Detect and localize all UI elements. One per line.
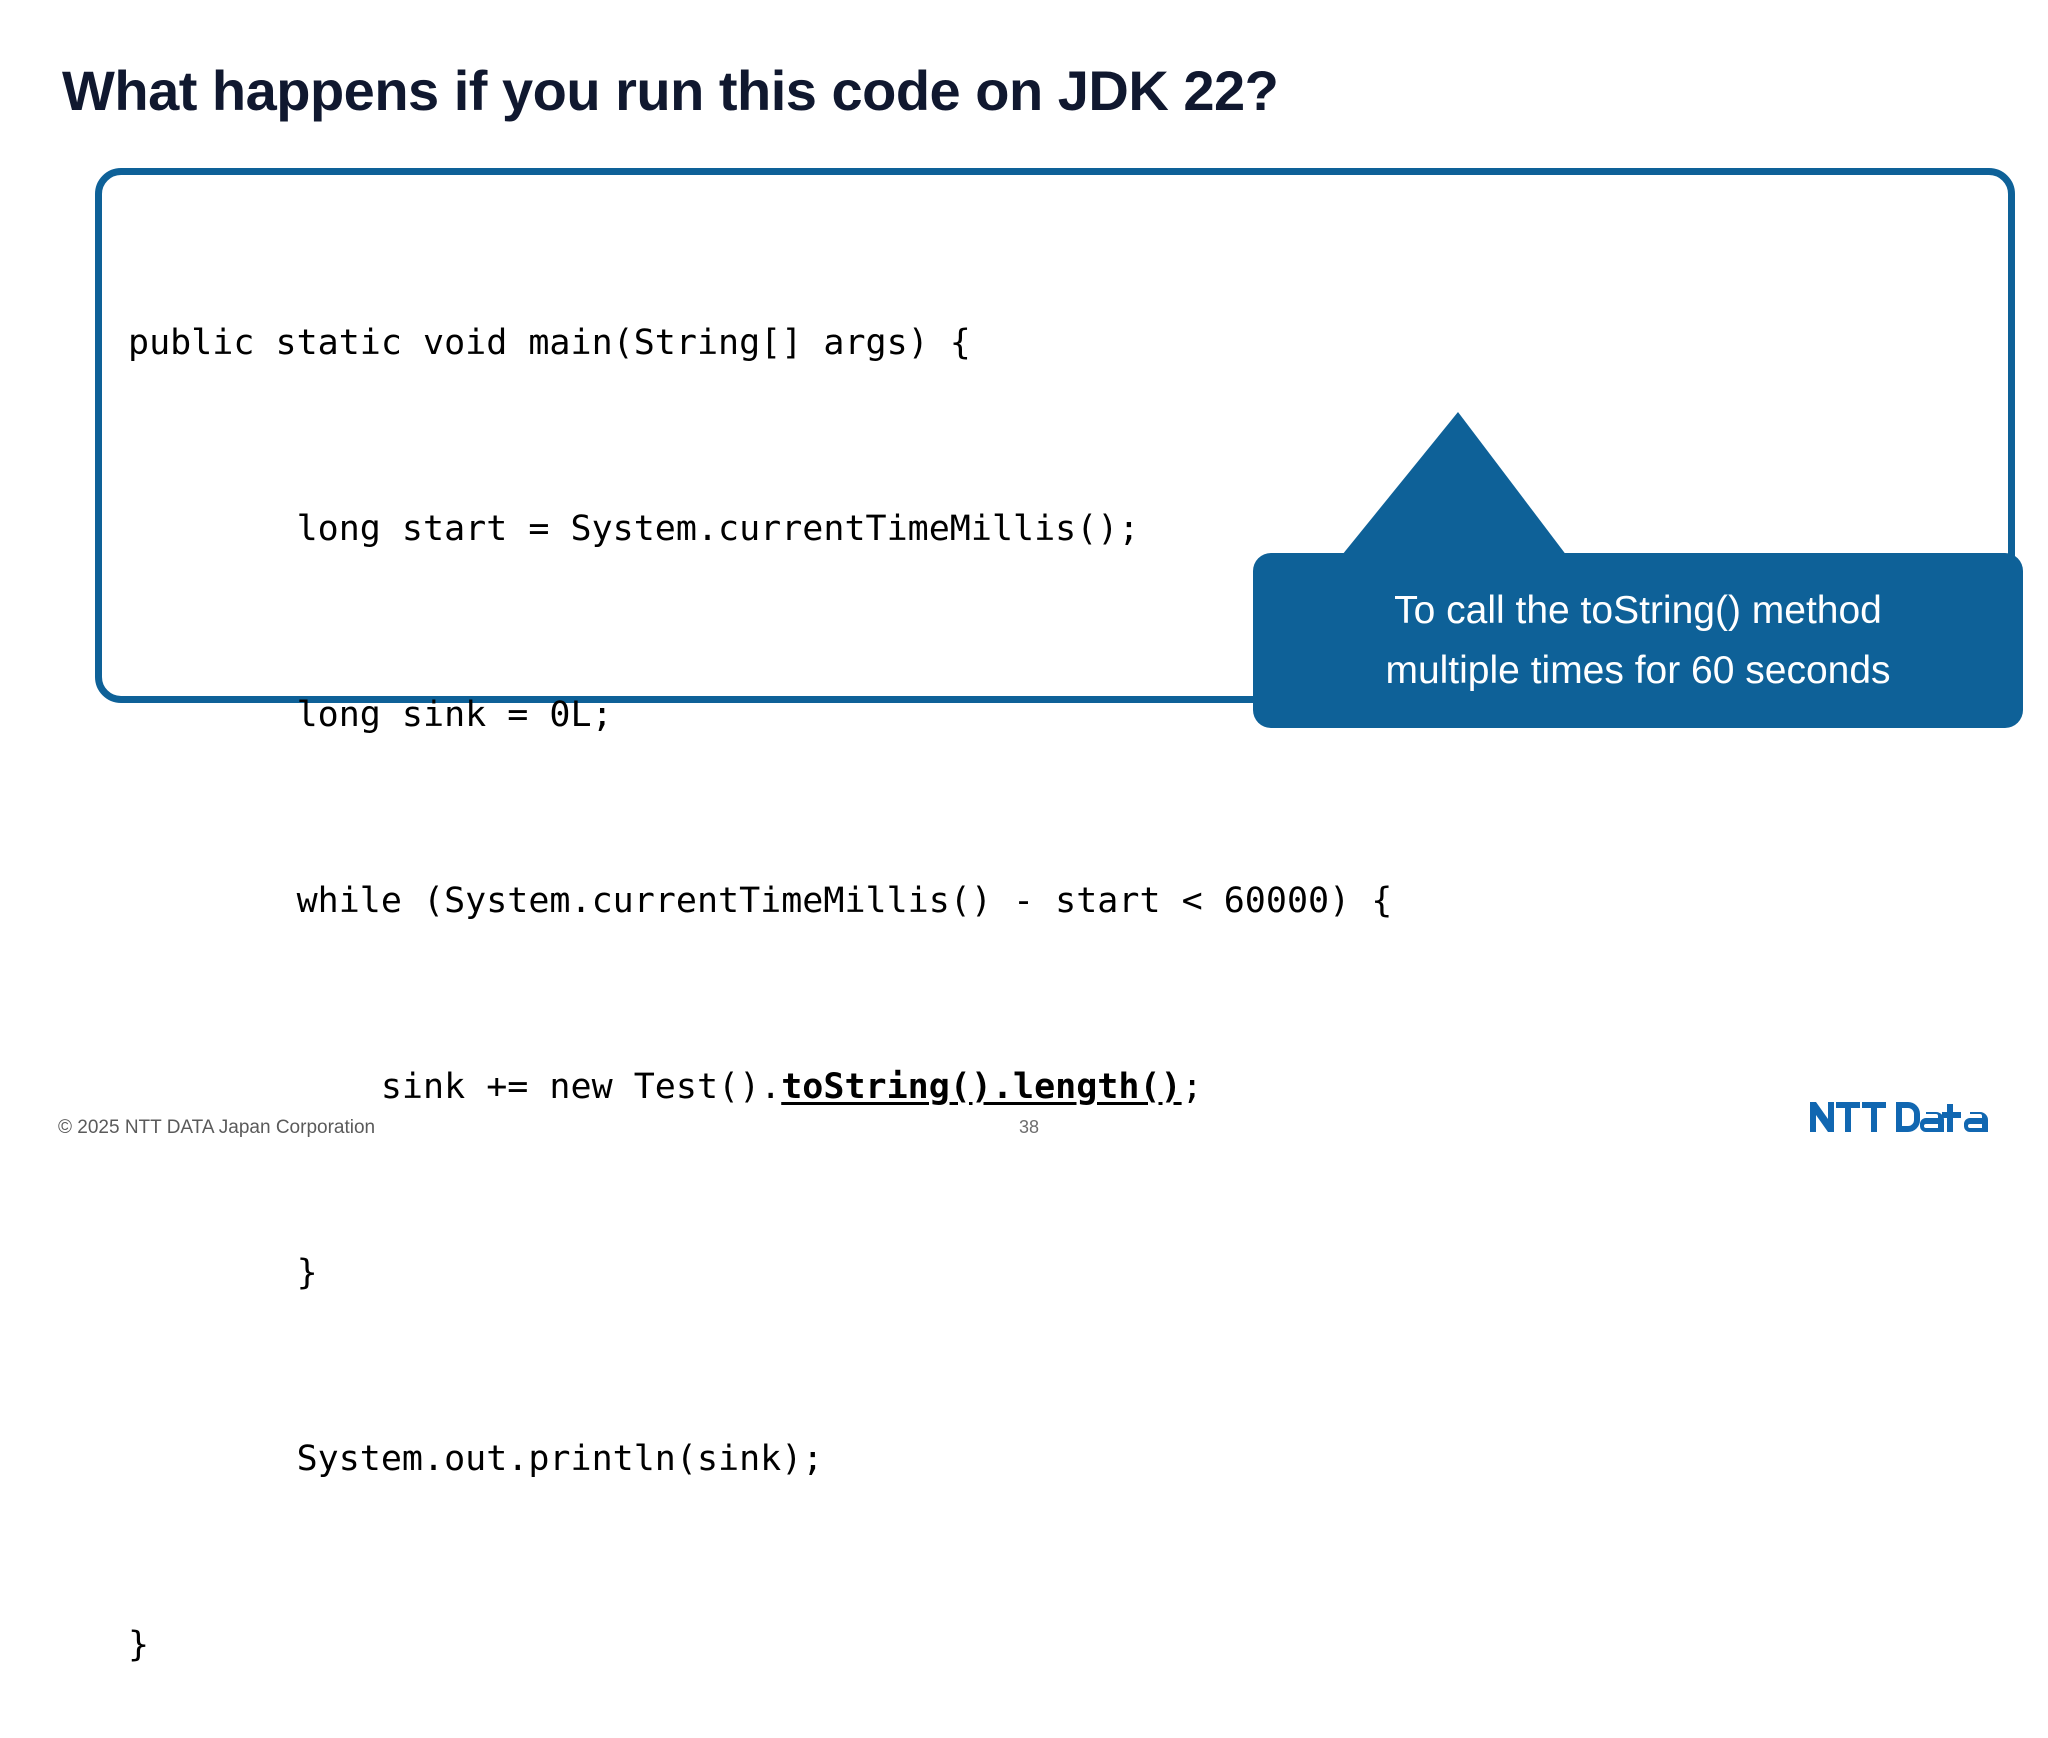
code-line-6: } bbox=[128, 1253, 318, 1293]
callout-balloon: To call the toString() method multiple t… bbox=[1253, 553, 2023, 728]
code-line-7: System.out.println(sink); bbox=[128, 1439, 824, 1479]
callout-line-1: To call the toString() method bbox=[1394, 588, 1882, 632]
code-line-3: long sink = 0L; bbox=[128, 695, 613, 735]
code-block: public static void main(String[] args) {… bbox=[128, 188, 1392, 1738]
callout-line-2: multiple times for 60 seconds bbox=[1385, 648, 1891, 692]
footer-copyright: © 2025 NTT DATA Japan Corporation bbox=[58, 1117, 376, 1138]
code-highlight-tostring-length: toString().length() bbox=[781, 1067, 1182, 1107]
page-title: What happens if you run this code on JDK… bbox=[62, 59, 1279, 122]
code-block-container bbox=[95, 168, 2015, 703]
code-line-5: sink += new Test().toString().length(); bbox=[128, 1056, 1392, 1118]
code-line-8: } bbox=[128, 1625, 150, 1665]
code-line-5-prefix: sink += new Test(). bbox=[128, 1067, 782, 1107]
callout-tail-icon bbox=[1338, 412, 1570, 560]
callout-text: To call the toString() method multiple t… bbox=[1253, 553, 2023, 728]
code-line-5-suffix: ; bbox=[1181, 1067, 1203, 1107]
page-number: 38 bbox=[1019, 1117, 1040, 1137]
code-line-4: while (System.currentTimeMillis() - star… bbox=[128, 881, 1393, 921]
code-line-1: public static void main(String[] args) { bbox=[128, 323, 971, 363]
ntt-data-logo bbox=[1810, 1102, 1988, 1132]
code-line-2: long start = System.currentTimeMillis(); bbox=[128, 509, 1140, 549]
